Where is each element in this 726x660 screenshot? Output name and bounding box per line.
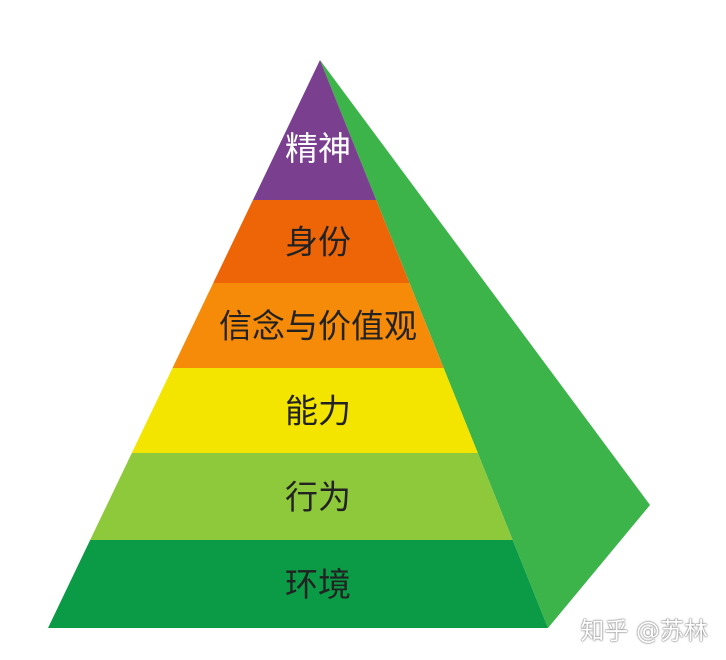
pyramid-level-band	[172, 283, 444, 368]
pyramid-level-label: 身份	[285, 223, 351, 262]
watermark: 知乎 @苏林	[580, 617, 708, 645]
pyramid-level-band	[131, 368, 478, 453]
pyramid-level-band	[90, 453, 513, 540]
pyramid-level-label: 精神	[285, 129, 351, 168]
pyramid-level-band	[213, 200, 410, 283]
pyramid-level-label: 环境	[285, 565, 351, 604]
pyramid-level-band	[252, 60, 377, 200]
pyramid-level-band	[48, 540, 548, 628]
pyramid-level-label: 行为	[285, 478, 351, 517]
pyramid-level-label: 能力	[285, 392, 351, 431]
pyramid-level-label: 信念与价值观	[219, 307, 417, 346]
pyramid-side-face	[320, 60, 650, 628]
